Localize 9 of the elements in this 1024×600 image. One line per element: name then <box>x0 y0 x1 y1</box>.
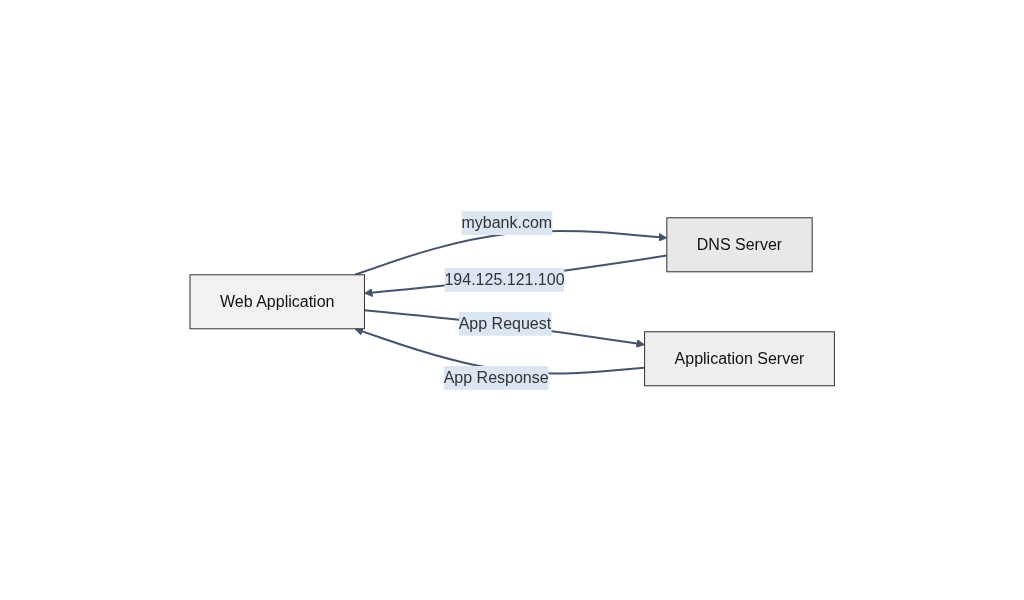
edge-label: App Request <box>458 314 551 332</box>
edge-label: 194.125.121.100 <box>444 270 565 288</box>
edge-label: mybank.com <box>461 213 552 231</box>
node-box: DNS Server <box>666 216 813 272</box>
node-box: Web Application <box>189 273 365 329</box>
arrow <box>363 308 645 348</box>
edge-label: App Response <box>443 368 549 386</box>
arrow <box>363 254 668 297</box>
node-box: Application Server <box>643 330 835 386</box>
